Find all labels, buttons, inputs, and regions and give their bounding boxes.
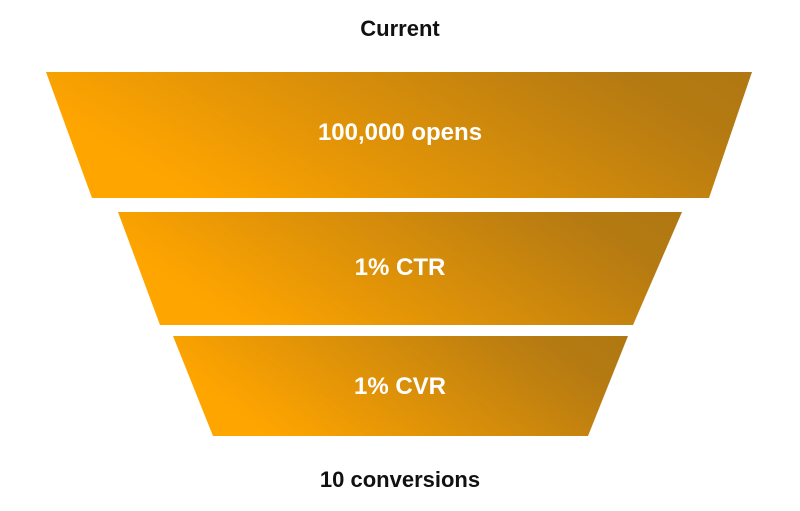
funnel-stage-3: 1% CVR bbox=[173, 336, 628, 436]
funnel-stage-1: 100,000 opens bbox=[46, 72, 752, 198]
funnel-stage-2: 1% CTR bbox=[118, 212, 682, 325]
funnel-stage-2-label: 1% CTR bbox=[355, 254, 446, 281]
funnel-segment-1 bbox=[46, 72, 752, 198]
funnel-segment-3 bbox=[173, 336, 628, 436]
funnel-stage-1-label: 100,000 opens bbox=[318, 119, 482, 146]
funnel-segment-2 bbox=[118, 212, 682, 325]
funnel-result: 10 conversions bbox=[319, 467, 481, 492]
funnel-stage-3-label: 1% CVR bbox=[354, 373, 446, 400]
funnel-title: Current bbox=[360, 16, 440, 41]
